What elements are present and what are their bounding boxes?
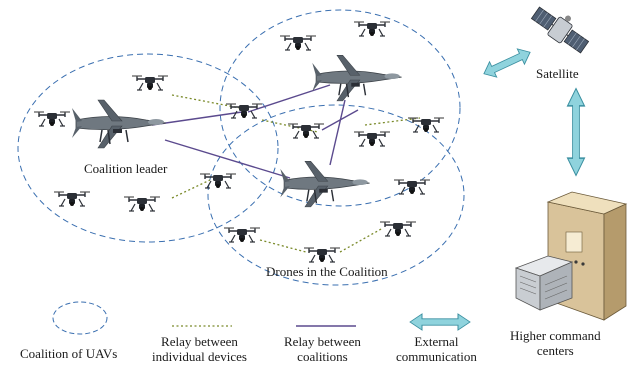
coalition-ellipse-top-right bbox=[219, 9, 461, 207]
legend-external-symbol bbox=[409, 313, 471, 331]
legend-relay-coalitions-label: Relay between coalitions bbox=[284, 334, 361, 364]
legend-external-label: External communication bbox=[396, 334, 477, 364]
legend-external-line1: External bbox=[414, 334, 459, 349]
device-relay-lines bbox=[171, 94, 421, 253]
arrow-satellite-command bbox=[566, 87, 586, 177]
legend-external-line2: communication bbox=[396, 349, 477, 364]
coalition-ellipse-left bbox=[17, 53, 279, 243]
legend-relay-devices-label: Relay between individual devices bbox=[152, 334, 247, 364]
label-coalition-leader: Coalition leader bbox=[84, 161, 168, 176]
server-building-icon bbox=[514, 191, 628, 321]
label-higher-command-line2: centers bbox=[536, 343, 574, 358]
legend-relay-coalitions-line1: Relay between bbox=[284, 334, 361, 349]
legend-coalition-label: Coalition of UAVs bbox=[20, 346, 118, 361]
quadcopter-drone-icon bbox=[33, 21, 445, 263]
coalition-ellipse-bottom bbox=[207, 104, 465, 286]
legend-relay-devices-line1: Relay between bbox=[161, 334, 238, 349]
legend-relay-coalitions-line2: coalitions bbox=[297, 349, 348, 364]
arrow-swarm-satellite bbox=[479, 44, 535, 82]
legend-coalition-symbol bbox=[52, 301, 108, 335]
label-satellite: Satellite bbox=[536, 66, 579, 81]
label-higher-command-line1: Higher command bbox=[510, 328, 601, 343]
label-drones-in-coalition: Drones in the Coalition bbox=[266, 264, 388, 279]
legend-relay-devices-line2: individual devices bbox=[152, 349, 247, 364]
label-higher-command: Higher command centers bbox=[510, 328, 601, 358]
fixed-wing-uav-icon bbox=[71, 54, 403, 208]
coalition-relay-lines bbox=[151, 84, 359, 179]
satellite-icon bbox=[530, 6, 590, 54]
